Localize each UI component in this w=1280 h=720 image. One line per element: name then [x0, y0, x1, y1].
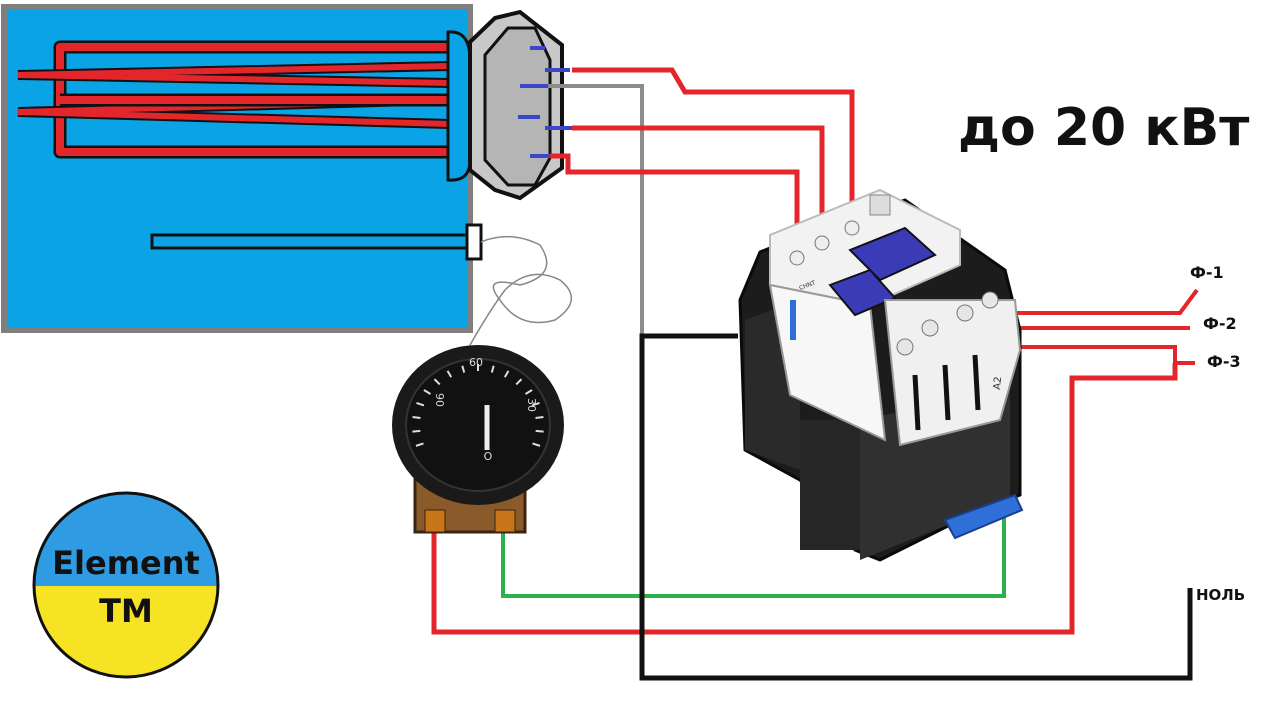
phase-label-1: Ф-1 [1190, 263, 1224, 282]
bridge-wire [548, 84, 644, 336]
phase-wire-3 [905, 345, 1195, 365]
load-wire-2 [572, 125, 825, 240]
phase-wire-3-drop [431, 363, 1178, 635]
load-wire-1 [572, 67, 855, 232]
dial-tick [433, 378, 441, 386]
dial-tick [446, 370, 453, 378]
load-wire-3 [550, 153, 800, 260]
capillary-tube [469, 236, 572, 346]
dial-tick [461, 365, 466, 373]
neutral-label: НОЛЬ [1196, 586, 1245, 604]
dial-label-60: 60 [469, 356, 483, 369]
dial-tick [535, 416, 544, 419]
thermostat: 60 90 30 O [392, 345, 564, 534]
dial-tick [515, 378, 523, 386]
dial-tick [412, 416, 421, 419]
dial-tick [531, 401, 540, 407]
dial-ticks [412, 364, 544, 447]
dial-label-90: 90 [433, 393, 446, 407]
dial-tick [490, 365, 495, 373]
dial-tick [503, 370, 510, 378]
logo-text-line2: TM [99, 592, 153, 630]
water-tank [1, 4, 483, 333]
contactor: CHNT A2 [738, 188, 1024, 562]
dial-tick [524, 389, 533, 395]
thermostat-probe [150, 233, 472, 250]
phase-wire-1 [965, 288, 1199, 315]
dial-tick [532, 442, 541, 447]
phase-label-2: Ф-2 [1203, 314, 1237, 333]
coil-terminal-a2: A2 [992, 376, 1004, 390]
element-tm-logo: Element TM [32, 491, 220, 679]
dial-tick [416, 401, 425, 407]
heating-element [17, 40, 451, 159]
phase-label-3: Ф-3 [1207, 352, 1241, 371]
phase-terminals [896, 291, 999, 356]
dial-tick [415, 442, 424, 447]
heater-flange [446, 9, 572, 201]
logo-text-line1: Element [52, 544, 200, 582]
dial-label-30: 30 [525, 398, 538, 412]
power-title: до 20 кВт [958, 98, 1249, 158]
din-clip [943, 493, 1024, 540]
neutral-wire [639, 333, 1193, 681]
dial-label-off: O [484, 450, 493, 463]
dial-tick [535, 429, 544, 433]
top-terminals [789, 194, 891, 266]
flange-terminal-icon [518, 46, 572, 158]
dial-tick [423, 389, 432, 395]
dial-tick [412, 429, 421, 433]
